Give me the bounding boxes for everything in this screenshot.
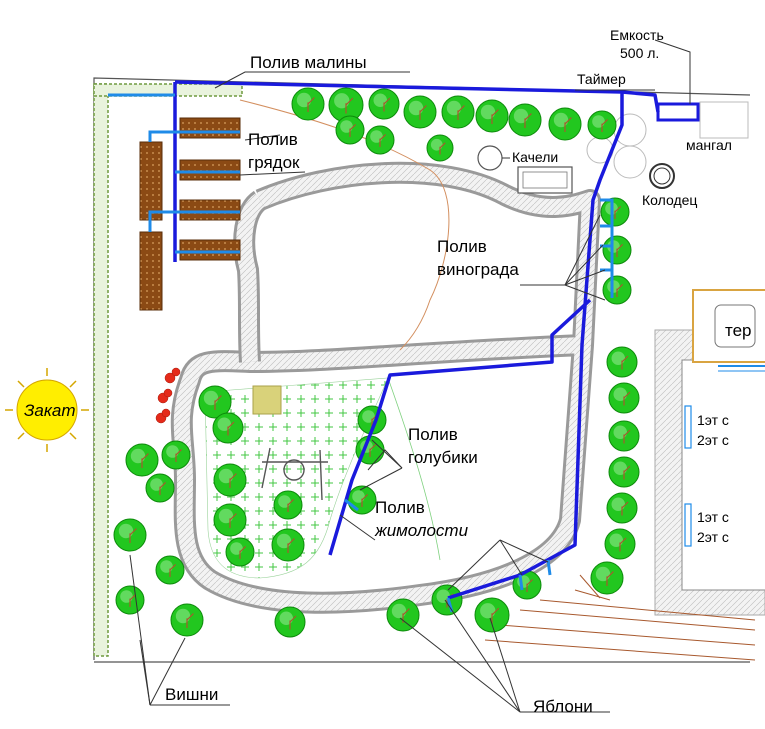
- flowers: [155, 367, 181, 424]
- irrigation-main: [173, 80, 660, 600]
- tree-icon: [273, 490, 303, 520]
- tree-icon: [212, 412, 244, 444]
- garden-bed: [179, 199, 241, 221]
- entrance-steps: [484, 574, 756, 661]
- raspberry-hedge-top: [93, 83, 243, 97]
- garden-path-inner: [173, 164, 598, 611]
- tree-icon: [604, 528, 636, 560]
- tree-icon: [602, 235, 632, 265]
- swing-seat: [522, 171, 568, 189]
- beds-watering-label-1: Полив: [248, 130, 298, 149]
- cherries-label: Вишни: [165, 685, 218, 704]
- tree-icon: [474, 597, 510, 633]
- sunset-label: Закат: [24, 401, 76, 420]
- tree-icon: [602, 275, 632, 305]
- tree-icon: [365, 125, 395, 155]
- sun-icon: [16, 379, 78, 441]
- house-floor2-label-b: 2эт с: [697, 529, 729, 545]
- sun-rays: [5, 368, 89, 452]
- house-floor1-label-a: 1эт с: [697, 412, 729, 428]
- swing-frame: [517, 166, 573, 194]
- tree-icon: [125, 443, 159, 477]
- house-floor1-label-b: 1эт с: [697, 509, 729, 525]
- label-leaders: [129, 71, 655, 713]
- tree-icon: [508, 103, 542, 137]
- blueberry-watering-label-2: голубики: [408, 448, 478, 467]
- timer-label: Таймер: [577, 71, 626, 87]
- honeysuckle-watering-label-1: Полив: [375, 498, 425, 517]
- container-label-2: 500 л.: [620, 45, 659, 61]
- tree-icon: [600, 197, 630, 227]
- grape-watering-label-1: Полив: [437, 237, 487, 256]
- grape-watering-label-2: винограда: [437, 260, 519, 279]
- beds-watering-label-2: грядок: [248, 153, 300, 172]
- swing-icon: [261, 447, 328, 501]
- water-container: [656, 102, 700, 122]
- garden-bed: [179, 159, 241, 181]
- garden-bed: [139, 141, 163, 221]
- tree-icon: [145, 473, 175, 503]
- tree-icon: [590, 561, 624, 595]
- house-windows: [684, 405, 692, 547]
- terrace-label: тер: [725, 321, 752, 340]
- tree-icon: [213, 463, 247, 497]
- raspberry-hedge: [93, 83, 109, 657]
- blueberry-watering-label-1: Полив: [408, 425, 458, 444]
- tree-icon: [548, 107, 582, 141]
- tree-icon: [335, 115, 365, 145]
- tree-icon: [274, 606, 306, 638]
- tree-icon: [475, 99, 509, 133]
- sandbox: [252, 385, 282, 415]
- garden-bed: [139, 231, 163, 311]
- apple-trees-label: Яблони: [533, 697, 593, 716]
- tree-icon: [225, 537, 255, 567]
- tree-icon: [606, 492, 638, 524]
- tree-icon: [115, 585, 145, 615]
- tree-icon: [271, 528, 305, 562]
- irrigation-branches: [108, 93, 614, 613]
- raspberry-watering-label: Полив малины: [250, 53, 367, 72]
- tree-icon: [606, 346, 638, 378]
- tree-icon: [608, 382, 640, 414]
- terrace-table: [714, 304, 756, 348]
- tree-icon: [161, 440, 191, 470]
- swing-label: Качели: [512, 149, 558, 165]
- trees: [113, 87, 640, 638]
- tree-icon: [403, 95, 437, 129]
- house-wall: [681, 359, 765, 591]
- tree-icon: [113, 518, 147, 552]
- tree-icon: [386, 598, 420, 632]
- tree-icon: [347, 485, 377, 515]
- swing-circle: [477, 145, 503, 171]
- house-floor2-label-a: 2эт с: [697, 432, 729, 448]
- tree-icon: [608, 420, 640, 452]
- well-label: Колодец: [642, 192, 697, 208]
- tree-icon: [213, 503, 247, 537]
- tree-icon: [170, 603, 204, 637]
- container-label-1: Емкость: [610, 27, 664, 43]
- garden-path-upper-left-inner: [236, 193, 266, 363]
- tree-icon: [426, 134, 454, 162]
- tree-icon: [291, 87, 325, 121]
- sketch-line: [239, 99, 450, 351]
- honeysuckle-watering-label-2: жимолости: [374, 521, 469, 540]
- tree-icon: [328, 87, 364, 123]
- tree-icon: [431, 584, 463, 616]
- container-leader: [654, 39, 691, 104]
- garden-bed: [179, 239, 241, 261]
- garden-beds: [139, 117, 241, 311]
- tree-icon: [441, 95, 475, 129]
- well-inner: [653, 167, 671, 185]
- tree-icon: [368, 88, 400, 120]
- tree-icon: [155, 555, 185, 585]
- tree-icon: [198, 385, 232, 419]
- garden-bed: [179, 117, 241, 139]
- tree-icon: [608, 456, 640, 488]
- sketch-line-2: [387, 377, 441, 561]
- grill-box: [699, 101, 749, 139]
- tree-icon: [587, 110, 617, 140]
- grill-label: мангал: [686, 137, 732, 153]
